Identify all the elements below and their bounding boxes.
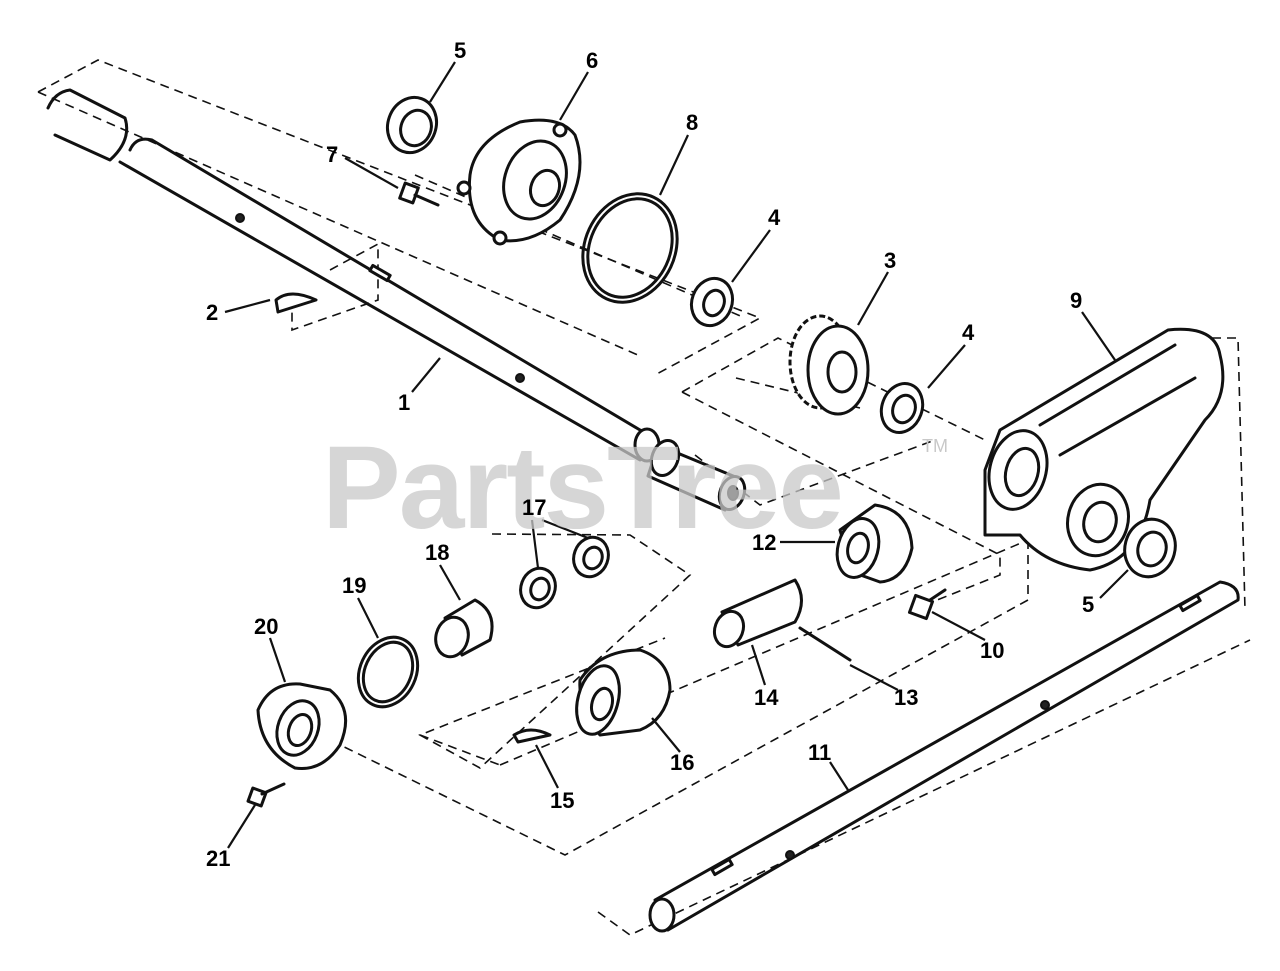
callout-3: 3 [884, 248, 896, 273]
lower-shaft-part-11 [648, 580, 1240, 933]
watermark-text: PartsTree [322, 422, 842, 554]
callout-13: 13 [894, 685, 918, 710]
washer-part-4-right [879, 382, 925, 434]
washers-part-17 [519, 535, 610, 610]
callout-4-right: 4 [962, 320, 975, 345]
watermark-trademark: TM [922, 436, 948, 456]
o-ring-part-19 [356, 635, 420, 709]
bearing-cap-part-20 [256, 682, 348, 771]
callout-17: 17 [522, 495, 546, 520]
callout-2: 2 [206, 300, 218, 325]
callout-19: 19 [342, 573, 366, 598]
callout-10: 10 [980, 638, 1004, 663]
callout-21: 21 [206, 846, 230, 871]
bolt-part-7 [398, 181, 440, 207]
woodruff-key-part-2 [274, 292, 318, 314]
bearing-cover-part-6 [456, 118, 582, 246]
gear-case-part-9 [983, 327, 1225, 572]
callout-4-top: 4 [768, 205, 781, 230]
key-part-15 [512, 728, 552, 744]
spacer-tube-part-14 [712, 578, 803, 649]
callout-1: 1 [398, 390, 410, 415]
leader-lines [224, 61, 1129, 849]
pin-part-13 [798, 626, 852, 662]
callout-8: 8 [686, 110, 698, 135]
oil-seal-part-5-right [1123, 517, 1177, 579]
callout-5-right: 5 [1082, 592, 1094, 617]
callout-18: 18 [425, 540, 449, 565]
worm-gear-part-16 [575, 648, 672, 737]
o-ring-part-8-inner [586, 197, 674, 299]
callout-14: 14 [754, 685, 779, 710]
shaft-sleeve [646, 439, 747, 512]
callout-5-top: 5 [454, 38, 466, 63]
callout-15: 15 [550, 788, 574, 813]
bearing-part-12 [835, 503, 914, 584]
callout-6: 6 [586, 48, 598, 73]
bolt-part-10 [907, 588, 947, 621]
callout-12: 12 [752, 530, 776, 555]
o-ring-part-19-inner [361, 640, 415, 704]
bushing-part-18 [434, 598, 494, 659]
callout-7: 7 [326, 142, 338, 167]
gear-part-3 [788, 314, 870, 416]
callout-11: 11 [808, 740, 831, 765]
bolt-part-21 [246, 782, 286, 808]
callout-16: 16 [670, 750, 694, 775]
washer-part-4-top [689, 276, 735, 328]
callout-9: 9 [1070, 288, 1082, 313]
callout-20: 20 [254, 614, 278, 639]
oil-seal-part-5-top [385, 95, 439, 155]
o-ring-part-8 [581, 192, 679, 304]
callout-labels: 5 6 8 7 4 3 9 4 2 1 17 18 12 19 20 5 10 … [206, 38, 1094, 871]
